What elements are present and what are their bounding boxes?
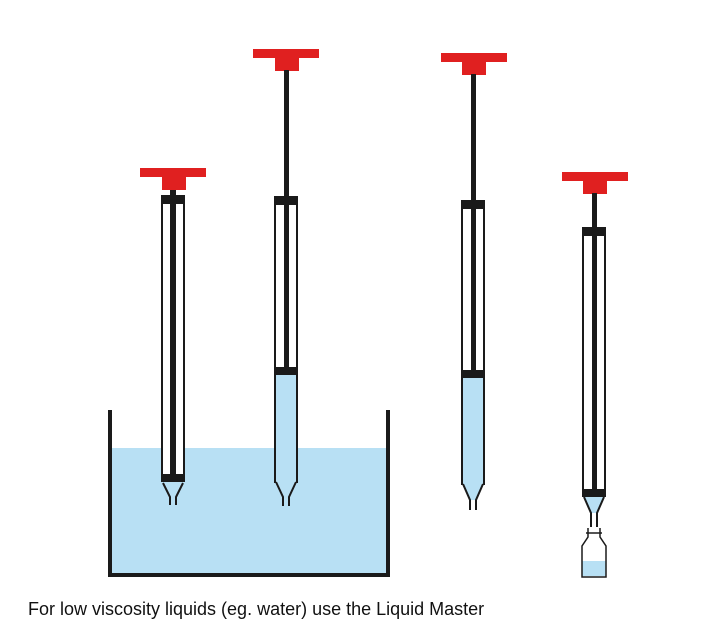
syringe-1-handle-stem: [162, 176, 186, 190]
syringe-4-handle-stem: [583, 180, 607, 194]
vial-outline: [581, 528, 607, 578]
syringe-3-inner-rod: [471, 202, 476, 374]
syringe-2-rod: [284, 70, 289, 198]
syringe-2: [253, 49, 319, 506]
syringe-3-tip: [462, 483, 484, 510]
syringe-4-rod: [592, 193, 597, 229]
syringe-4-top-cap: [582, 227, 606, 236]
syringe-2-liquid: [276, 374, 296, 482]
caption-text: For low viscosity liquids (eg. water) us…: [28, 599, 485, 619]
syringe-1-tip: [162, 482, 184, 505]
syringe-3-rod: [471, 74, 476, 202]
syringe-2-handle: [253, 49, 319, 58]
syringe-3-tip-liquid: [463, 484, 483, 500]
syringe-2-tip-liquid: [276, 482, 296, 497]
syringe-1-rod: [170, 190, 176, 476]
syringe-3-plunger-seal: [461, 370, 485, 378]
syringe-2-inner-rod: [284, 198, 289, 370]
syringe-4-handle: [562, 172, 628, 181]
syringe-1-plunger-seal: [161, 474, 185, 482]
beaker-outline: [108, 410, 390, 577]
syringe-3: [441, 53, 507, 510]
syringe-2-plunger-seal: [274, 367, 298, 375]
beaker-liquid: [111, 448, 387, 573]
vial-liquid: [582, 561, 606, 576]
beaker: [108, 410, 390, 577]
syringe-4-tip-liquid: [584, 497, 604, 513]
syringe-3-handle-stem: [462, 61, 486, 75]
vial: [581, 528, 607, 578]
syringe-1-handle: [140, 168, 206, 177]
syringe-2-tip: [275, 481, 297, 506]
syringe-2-handle-stem: [275, 57, 299, 71]
syringe-1-top-cap: [161, 195, 185, 204]
syringe-3-liquid: [463, 377, 483, 484]
syringe-3-top-cap: [461, 200, 485, 209]
liquid-master-diagram: [108, 49, 628, 578]
syringe-4: [562, 172, 628, 527]
syringe-3-handle: [441, 53, 507, 62]
syringe-4-inner-rod: [592, 229, 597, 491]
syringe-4-tip: [583, 496, 605, 527]
syringe-4-plunger-seal: [582, 489, 606, 497]
syringe-1: [140, 168, 206, 505]
syringe-2-top-cap: [274, 196, 298, 205]
